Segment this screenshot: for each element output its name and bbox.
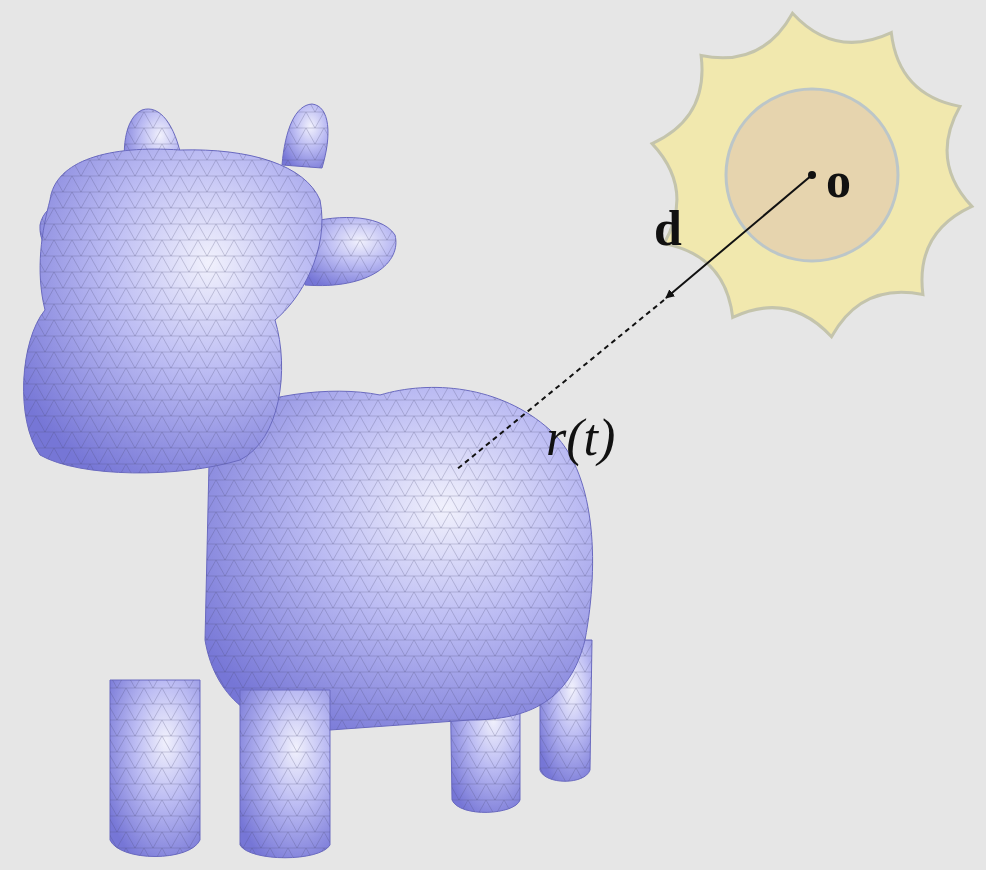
- cow-part: [110, 680, 200, 857]
- ray-label: r(t): [546, 412, 615, 464]
- cow-triangles: [110, 680, 200, 857]
- sun-disc: [726, 89, 898, 261]
- cow-triangles: [24, 149, 322, 473]
- sun-rays: [652, 13, 972, 337]
- cow-triangles: [240, 690, 330, 858]
- cow-surface: [110, 680, 200, 857]
- cow-mesh: [24, 104, 593, 858]
- cow-surface: [24, 149, 322, 473]
- direction-label: d: [654, 203, 682, 253]
- sun-node: o: [640, 5, 975, 335]
- cow-surface: [282, 104, 328, 168]
- sun-shape: [640, 5, 975, 335]
- cow-part: [24, 149, 322, 473]
- origin-dot: [808, 171, 816, 179]
- ray-dashed: [456, 300, 664, 470]
- cow-part: [282, 104, 328, 168]
- cow-surface: [240, 690, 330, 858]
- cow-part: [240, 690, 330, 858]
- origin-label: o: [826, 155, 851, 205]
- cow-triangles: [282, 104, 328, 168]
- direction-arrow: [666, 175, 812, 298]
